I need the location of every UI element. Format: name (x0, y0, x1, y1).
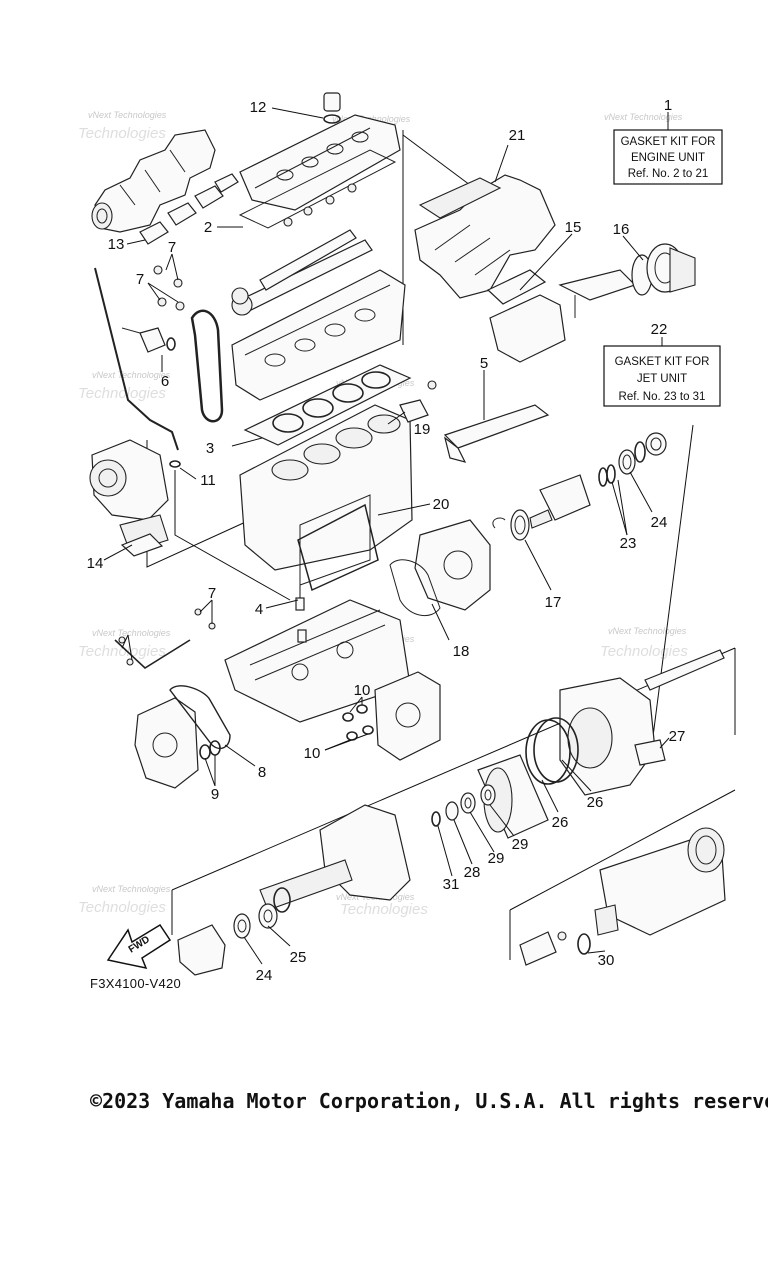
gasket-kit-jet-box: GASKET KIT FOR JET UNIT Ref. No. 23 to 3… (603, 345, 721, 407)
callout-numbers: 1 2 3 4 5 6 7 7 7 8 9 10 10 11 12 13 14 … (87, 97, 686, 984)
cylinder-block (239, 404, 413, 586)
callout-19: 19 (414, 421, 431, 438)
callout-23: 23 (620, 535, 637, 552)
exhaust-manifold (91, 129, 216, 233)
callout-26a: 26 (587, 794, 604, 811)
watermark-text: Technologies (78, 899, 166, 916)
watermark-text: vNext Technologies (92, 884, 171, 894)
oil-pump-assembly (114, 608, 231, 789)
callout-31: 31 (443, 876, 460, 893)
callout-10b: 10 (304, 745, 321, 762)
throttle-body (631, 243, 696, 296)
kit-jet-line2: JET UNIT (637, 373, 687, 385)
callout-6: 6 (161, 373, 169, 390)
callout-28: 28 (464, 864, 481, 881)
watermark-text: vNext Technologies (608, 626, 687, 636)
kit-engine-line1: GASKET KIT FOR (621, 136, 716, 148)
callout-14: 14 (87, 555, 104, 572)
sensor (399, 380, 437, 423)
callout-5: 5 (480, 355, 488, 372)
bearing-seals (431, 784, 496, 827)
oil-dipstick (94, 267, 181, 468)
watermark-text: Technologies (340, 901, 428, 918)
fastener-group-7a (121, 265, 185, 353)
callout-4: 4 (255, 601, 263, 618)
figure-code: F3X4100-V420 (90, 976, 182, 991)
callout-25: 25 (290, 949, 307, 966)
side-cover (443, 404, 550, 463)
callout-29a: 29 (512, 836, 529, 853)
callout-30: 30 (598, 952, 615, 969)
watermark-text: Technologies (78, 643, 166, 660)
front-bearing-housing (177, 903, 278, 976)
kit-engine-line2: ENGINE UNIT (631, 152, 705, 164)
callout-15: 15 (565, 219, 582, 236)
watermark-text: Technologies (78, 125, 166, 142)
gasket-kit-engine-box: GASKET KIT FOR ENGINE UNIT Ref. No. 2 to… (613, 129, 723, 185)
callout-24a: 24 (651, 514, 668, 531)
intercooler-pipe (558, 269, 637, 318)
turbocharger (89, 439, 169, 557)
callout-9: 9 (211, 786, 219, 803)
callout-7b: 7 (136, 271, 144, 288)
callout-12: 12 (250, 99, 267, 116)
jet-nozzle (519, 827, 726, 966)
watermark-text: Technologies (600, 643, 688, 660)
cylinder-head (231, 269, 406, 401)
callout-18: 18 (453, 643, 470, 660)
callout-13: 13 (108, 236, 125, 253)
callout-11: 11 (200, 472, 216, 489)
callout-10a: 10 (354, 682, 371, 699)
kit-jet-line3: Ref. No. 23 to 31 (619, 391, 706, 403)
callout-17: 17 (545, 594, 562, 611)
callout-27: 27 (669, 728, 686, 745)
breather-assembly (342, 671, 441, 761)
callout-24b: 24 (256, 967, 273, 984)
callout-29b: 29 (488, 850, 505, 867)
copyright-notice: ©2023 Yamaha Motor Corporation, U.S.A. A… (90, 1089, 768, 1113)
output-housing (389, 509, 530, 616)
watermark-text: vNext Technologies (604, 112, 683, 122)
watermark-text: Technologies (78, 385, 166, 402)
intake-plate (486, 269, 566, 363)
exhaust-gaskets (139, 173, 239, 245)
head-gasket (243, 364, 412, 446)
oil-cap (323, 92, 341, 124)
callout-8: 8 (258, 764, 266, 781)
watermark-text: vNext Technologies (92, 370, 171, 380)
cylinder-head-cover (238, 114, 401, 229)
drive-coupler (529, 432, 667, 529)
exploded-parts-diagram: Technologies vNext Technologies vNext Te… (78, 92, 736, 984)
callout-26b: 26 (552, 814, 569, 831)
callout-16: 16 (613, 221, 630, 238)
callout-7c: 7 (208, 585, 216, 602)
kit-engine-line3: Ref. No. 2 to 21 (628, 168, 709, 180)
callout-2: 2 (204, 219, 212, 236)
timing-chain (190, 309, 224, 423)
leader-lines (103, 107, 670, 965)
watermark-text: vNext Technologies (92, 628, 171, 638)
callout-3: 3 (206, 440, 214, 457)
intake-housing (259, 804, 411, 913)
callout-20: 20 (433, 496, 450, 513)
kit-jet-line1: GASKET KIT FOR (615, 356, 710, 368)
callout-22: 22 (651, 321, 668, 338)
jet-pump-housing (559, 649, 725, 796)
callout-1: 1 (664, 97, 672, 114)
fwd-arrow: FWD (106, 923, 172, 970)
crankcase-gasket (297, 503, 379, 592)
dowel-pins (295, 597, 307, 643)
watermark-text: vNext Technologies (88, 110, 167, 120)
callout-7a: 7 (168, 239, 176, 256)
callout-21: 21 (509, 127, 526, 144)
intake-manifold (414, 174, 556, 299)
camshafts (231, 229, 373, 316)
